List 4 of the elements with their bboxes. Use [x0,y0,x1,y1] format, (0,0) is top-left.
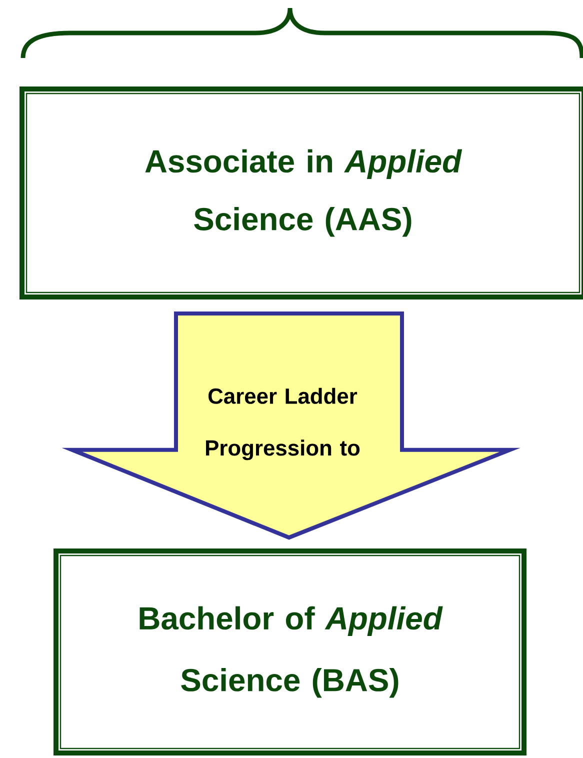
degree-box: Bachelor of Applied Science (BAS) [54,548,526,756]
degree-box: Associate in Applied Science (AAS) [20,86,583,300]
edge-label: Career Ladder Progression to [206,388,360,460]
block-arrow [62,311,520,540]
